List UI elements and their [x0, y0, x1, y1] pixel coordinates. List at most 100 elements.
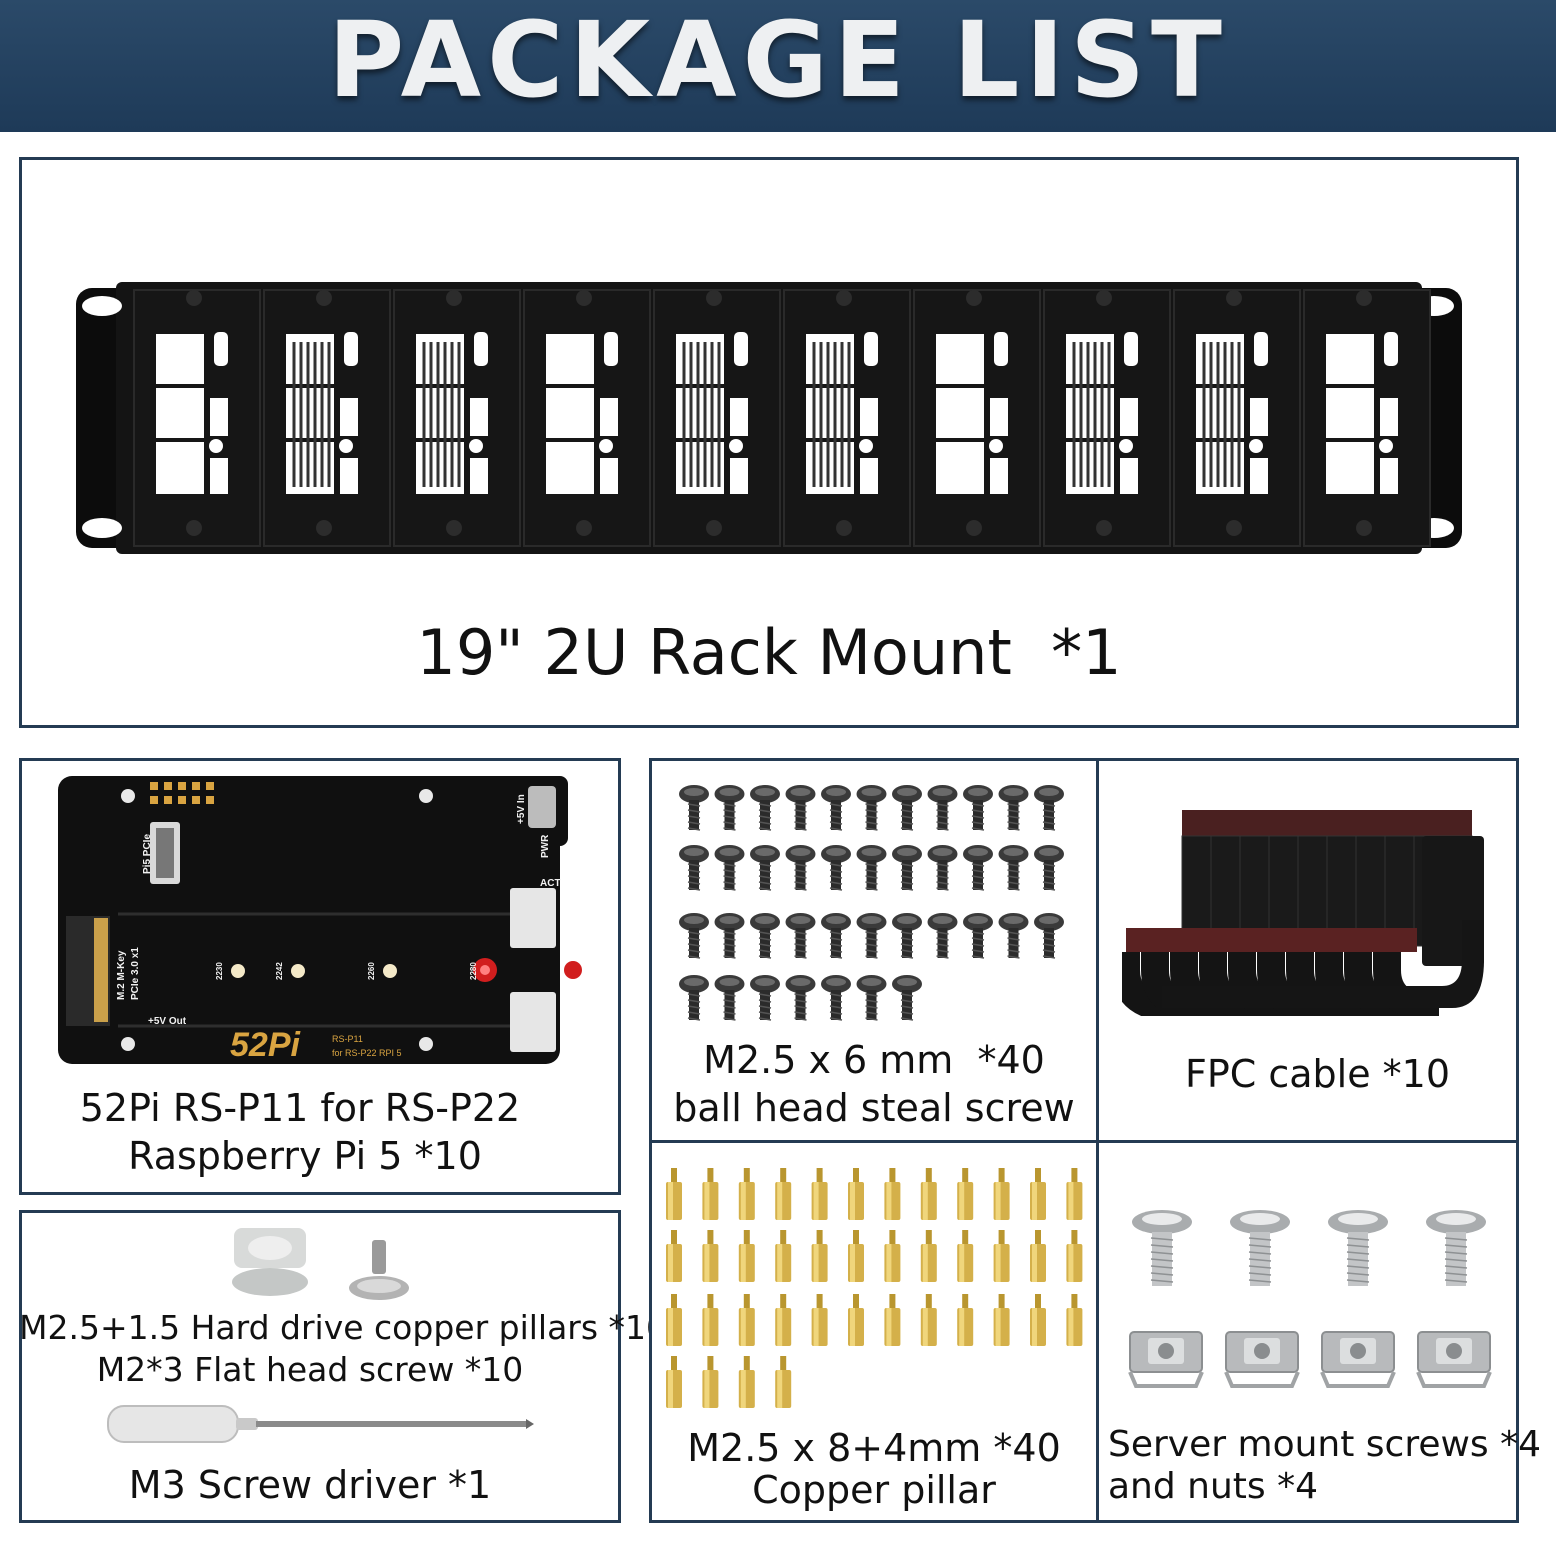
fpc-cable — [1268, 810, 1299, 947]
rack-bay — [523, 289, 651, 547]
ball-head-screw — [998, 845, 1029, 891]
copper-pillar — [738, 1168, 755, 1220]
ball-head-screw — [750, 785, 780, 831]
ball-head-screw — [856, 785, 887, 831]
ball-head-screw — [1034, 913, 1064, 959]
copper-pillar — [1066, 1168, 1083, 1220]
ball-head-screw — [750, 913, 780, 959]
pcb-size-2230: 2230 — [215, 962, 224, 980]
pillars-panel — [649, 1140, 1099, 1523]
kit-label-line3: M3 Screw driver *1 — [128, 1463, 492, 1507]
kit-label-line2: M2*3 Flat head screw *10 — [96, 1350, 524, 1389]
pcb-pcie: PCIe 3.0 x1 — [130, 947, 141, 1000]
rack-bay — [393, 289, 521, 547]
ball-head-screw — [750, 845, 780, 891]
ball-head-screw — [821, 975, 851, 1021]
server-mount-screw — [1230, 1210, 1290, 1286]
pcb-size-2260: 2260 — [367, 962, 376, 980]
screwdriver-image — [107, 1405, 534, 1443]
ball-head-screw — [679, 975, 709, 1021]
ball-head-screw — [821, 845, 851, 891]
copper-pillar — [775, 1168, 792, 1220]
ball-head-screw — [785, 785, 816, 831]
copper-pillar — [884, 1230, 901, 1282]
ball-head-screw — [998, 913, 1029, 959]
copper-pillar — [1066, 1294, 1083, 1346]
server-mount-screw — [1328, 1210, 1388, 1286]
fpc-cable — [1210, 810, 1241, 947]
rack-mount-image — [76, 282, 1462, 554]
copper-pillar — [1030, 1294, 1046, 1346]
flat-head-screw-image — [349, 1240, 409, 1300]
copper-pillar — [702, 1168, 719, 1220]
copper-pillar — [1030, 1230, 1046, 1282]
pcb-logo: 52Pi — [230, 1026, 301, 1064]
header-banner — [0, 0, 1556, 132]
ball-head-screw — [714, 913, 745, 959]
copper-pillar — [957, 1294, 974, 1346]
ball-head-screw — [821, 913, 851, 959]
expansion-board-image: 52Pi RS-P11 for RS-P22 RPI 5 Pi5 PCIe M.… — [58, 776, 582, 1064]
copper-pillar — [811, 1294, 828, 1346]
fpc-cable — [1181, 810, 1212, 947]
kit-label-line1: M2.5+1.5 Hard drive copper pillars *10 — [19, 1308, 668, 1347]
rack-bay — [783, 289, 911, 547]
fpc-cable — [1239, 810, 1270, 947]
server-mount-screw — [1132, 1210, 1192, 1286]
pcb-act: ACT — [540, 878, 561, 889]
copper-pillar — [811, 1168, 828, 1220]
rack-bay — [1303, 289, 1431, 547]
copper-pillar — [848, 1294, 864, 1346]
pcb-5v-out: +5V Out — [148, 1016, 187, 1027]
pillars-label-line2: Copper pillar — [752, 1468, 996, 1512]
pcb-5v-in: +5V In — [516, 794, 527, 824]
fpc-cable-image — [1122, 810, 1484, 1016]
ball-head-screw — [714, 845, 745, 891]
page-title: PACKAGE LIST — [328, 0, 1228, 121]
board-label-line1: 52Pi RS-P11 for RS-P22 — [79, 1086, 521, 1130]
server-mount-screw — [1426, 1210, 1486, 1286]
copper-pillar — [884, 1168, 901, 1220]
server-mount-nut — [1320, 1331, 1396, 1388]
ball-head-screw — [927, 845, 958, 891]
ball-head-screw — [679, 785, 709, 831]
copper-pillar — [666, 1230, 682, 1282]
ball-head-screw — [750, 975, 780, 1021]
ball-head-screw — [785, 845, 816, 891]
copper-pillar — [775, 1356, 792, 1408]
pcb-for: for RS-P22 RPI 5 — [332, 1048, 402, 1058]
copper-pillar — [993, 1168, 1010, 1220]
fpc-cable — [1355, 810, 1386, 947]
copper-pillar — [702, 1230, 719, 1282]
ball-head-screws-image — [679, 785, 1064, 1021]
ball-head-screw — [679, 913, 709, 959]
ball-head-screw — [963, 913, 993, 959]
server-mount-nut — [1128, 1331, 1204, 1388]
rack-bay — [913, 289, 1041, 547]
ball-head-screw — [892, 785, 922, 831]
copper-pillar — [884, 1294, 901, 1346]
ball-head-screw — [963, 845, 993, 891]
board-label-line2: Raspberry Pi 5 *10 — [128, 1134, 482, 1178]
copper-pillar — [738, 1294, 755, 1346]
rack-bay — [263, 289, 391, 547]
ball-head-screw — [785, 913, 816, 959]
fpc-cable — [1384, 810, 1415, 947]
copper-pillar — [957, 1168, 974, 1220]
copper-pillar — [666, 1356, 682, 1408]
pcb-m2-key: M.2 M-Key — [116, 950, 127, 1000]
copper-pillar — [848, 1168, 864, 1220]
server-mount-nut — [1224, 1331, 1300, 1388]
ball-head-screw — [679, 845, 709, 891]
ball-head-screw — [1034, 845, 1064, 891]
ball-head-screw — [927, 785, 958, 831]
hdd-pillar-image — [232, 1228, 308, 1296]
ball-head-screw — [998, 785, 1029, 831]
copper-pillar — [920, 1230, 937, 1282]
ball-head-screw — [892, 975, 922, 1021]
kit-panel — [19, 1210, 621, 1523]
copper-pillar — [738, 1356, 755, 1408]
copper-pillar — [666, 1168, 682, 1220]
pcb-pwr: PWR — [540, 834, 551, 858]
copper-pillar — [1066, 1230, 1083, 1282]
